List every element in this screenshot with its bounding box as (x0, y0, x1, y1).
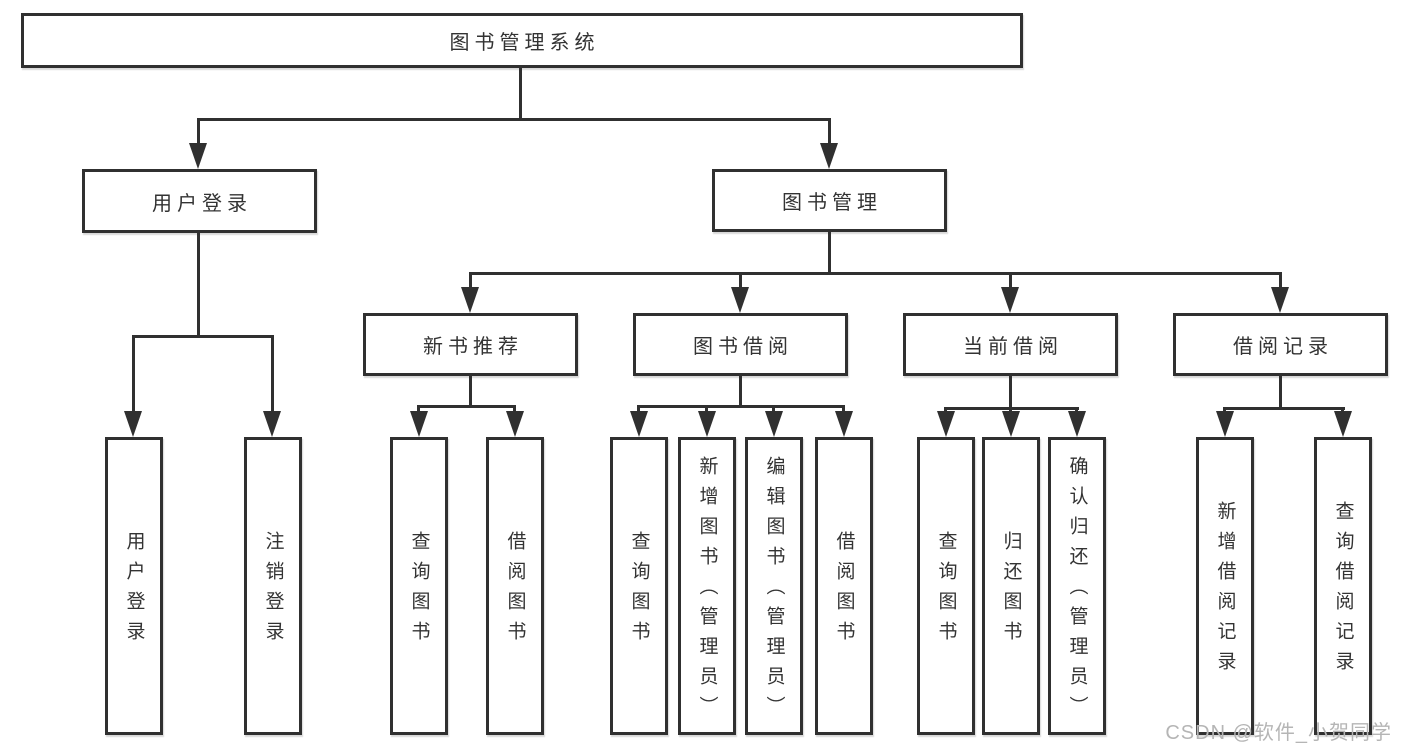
arrow-down-icon (506, 411, 524, 437)
edge-book-borrowing-crossbar (637, 405, 845, 408)
edge-drop-book-management (828, 118, 831, 147)
edge-new-book-recommendation-crossbar (417, 405, 516, 408)
edge-new-book-recommendation-stem (469, 376, 472, 408)
edge-drop-recommend-borrow (513, 405, 516, 414)
leaf-add-books-admin: 新增图书（管理员） (678, 437, 736, 735)
arrow-down-icon (937, 411, 955, 437)
edge-drop-current-borrowing (1009, 272, 1012, 290)
node-current-borrowing: 当前借阅 (903, 313, 1118, 376)
edge-user-login-crossbar (132, 335, 274, 338)
edge-drop-new-book-recommendation (469, 272, 472, 290)
node-new-book-recommendation: 新书推荐 (363, 313, 578, 376)
leaf-add-borrow-record: 新增借阅记录 (1196, 437, 1254, 735)
edge-drop-current-query (944, 407, 947, 414)
leaf-query-borrow-record: 查询借阅记录 (1314, 437, 1372, 735)
leaf-current-query-books: 查询图书 (917, 437, 975, 735)
edge-drop-leaf-user-login (132, 335, 135, 414)
edge-drop-add-record (1223, 407, 1226, 414)
edge-drop-user-login (197, 118, 200, 147)
leaf-user-login: 用户登录 (105, 437, 163, 735)
arrow-down-icon (1002, 411, 1020, 437)
edge-current-borrowing-stem (1009, 376, 1012, 410)
edge-root-stem (519, 68, 522, 121)
arrow-down-icon (630, 411, 648, 437)
arrow-down-icon (1334, 411, 1352, 437)
arrow-down-icon (410, 411, 428, 437)
leaf-borrowing-query-books: 查询图书 (610, 437, 668, 735)
arrow-down-icon (835, 411, 853, 437)
edge-drop-edit-books (772, 405, 775, 414)
arrow-down-icon (461, 287, 479, 313)
node-borrowing-records: 借阅记录 (1173, 313, 1388, 376)
edge-drop-query-record (1341, 407, 1344, 414)
leaf-return-books: 归还图书 (982, 437, 1040, 735)
edge-user-login-stem (197, 233, 200, 338)
arrow-down-icon (1216, 411, 1234, 437)
arrow-down-icon (820, 143, 838, 169)
arrow-down-icon (1271, 287, 1289, 313)
node-user-login: 用户登录 (82, 169, 317, 233)
leaf-logout: 注销登录 (244, 437, 302, 735)
arrow-down-icon (124, 411, 142, 437)
arrow-down-icon (698, 411, 716, 437)
arrow-down-icon (263, 411, 281, 437)
arrow-down-icon (189, 143, 207, 169)
edge-drop-add-books (705, 405, 708, 414)
edge-drop-return-books (1009, 407, 1012, 414)
arrow-down-icon (1068, 411, 1086, 437)
arrow-down-icon (731, 287, 749, 313)
edge-root-crossbar (197, 118, 831, 121)
edge-book-management-crossbar (469, 272, 1282, 275)
leaf-confirm-return-admin: 确认归还（管理员） (1048, 437, 1106, 735)
edge-drop-confirm-return (1075, 407, 1078, 414)
edge-drop-leaf-logout (271, 335, 274, 414)
leaf-recommend-borrow-books: 借阅图书 (486, 437, 544, 735)
node-book-borrowing: 图书借阅 (633, 313, 848, 376)
node-book-management: 图书管理 (712, 169, 947, 232)
edge-book-management-stem (828, 232, 831, 275)
edge-drop-borrowing-records (1279, 272, 1282, 290)
edge-drop-recommend-query (417, 405, 420, 414)
edge-book-borrowing-stem (739, 376, 742, 408)
leaf-edit-books-admin: 编辑图书（管理员） (745, 437, 803, 735)
leaf-borrow-books: 借阅图书 (815, 437, 873, 735)
edge-drop-borrowing-query (637, 405, 640, 414)
edge-drop-borrow-books (842, 405, 845, 414)
edge-borrowing-records-crossbar (1223, 407, 1345, 410)
node-library-management-system: 图书管理系统 (21, 13, 1023, 68)
leaf-recommend-query-books: 查询图书 (390, 437, 448, 735)
arrow-down-icon (1001, 287, 1019, 313)
edge-borrowing-records-stem (1279, 376, 1282, 410)
arrow-down-icon (765, 411, 783, 437)
edge-drop-book-borrowing (739, 272, 742, 290)
csdn-watermark: CSDN @软件_小贺同学 (1165, 722, 1392, 744)
